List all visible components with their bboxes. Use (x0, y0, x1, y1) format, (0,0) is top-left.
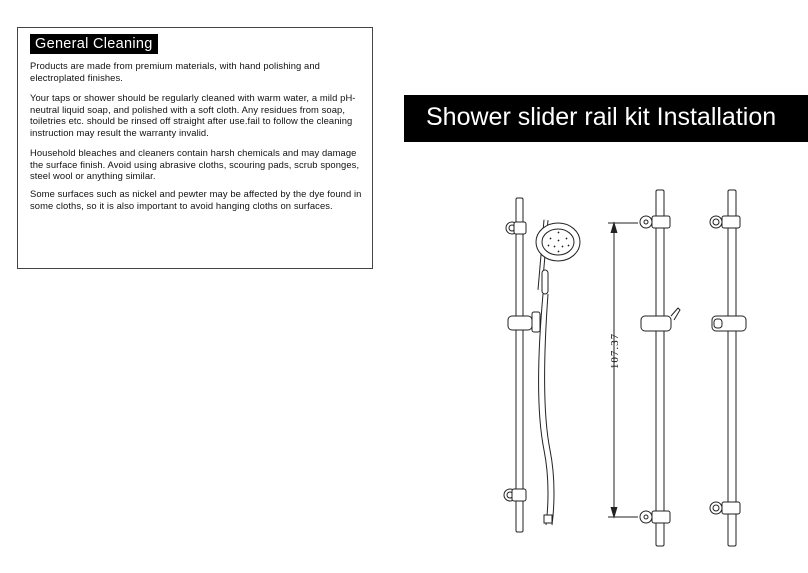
rail-with-brackets (639, 189, 681, 547)
installation-title: Shower slider rail kit Installation (426, 103, 777, 131)
wall-bracket-top-icon (639, 215, 671, 229)
general-cleaning-panel: General Cleaning Products are made from … (17, 27, 373, 269)
cleaning-paragraph-regular-care: Your taps or shower should be regularly … (30, 92, 356, 138)
general-cleaning-title: General Cleaning (30, 34, 158, 54)
slider-holder-icon (507, 311, 541, 333)
slider-holder-icon (711, 315, 747, 332)
hand-shower-icon (535, 219, 581, 295)
dimension-label: 107.37 (609, 332, 621, 370)
wall-bracket-top-icon (709, 215, 741, 229)
wall-bracket-bottom-icon (503, 488, 527, 502)
dimension-line (608, 221, 638, 519)
wall-bracket-top-icon (505, 221, 527, 235)
installation-banner: Shower slider rail kit Installation (404, 95, 808, 142)
slider-holder-icon (640, 307, 681, 332)
cleaning-paragraph-chemicals: Household bleaches and cleaners contain … (30, 147, 360, 181)
rail-plain (709, 189, 747, 547)
assembled-rail-kit (503, 197, 581, 533)
cleaning-paragraph-surfaces: Some surfaces such as nickel and pewter … (30, 188, 362, 211)
slider-rail-drawing (503, 189, 747, 547)
wall-bracket-bottom-icon (709, 501, 741, 515)
cleaning-paragraph-materials: Products are made from premium materials… (30, 60, 320, 83)
wall-bracket-bottom-icon (639, 510, 671, 524)
shower-hose (538, 293, 555, 526)
